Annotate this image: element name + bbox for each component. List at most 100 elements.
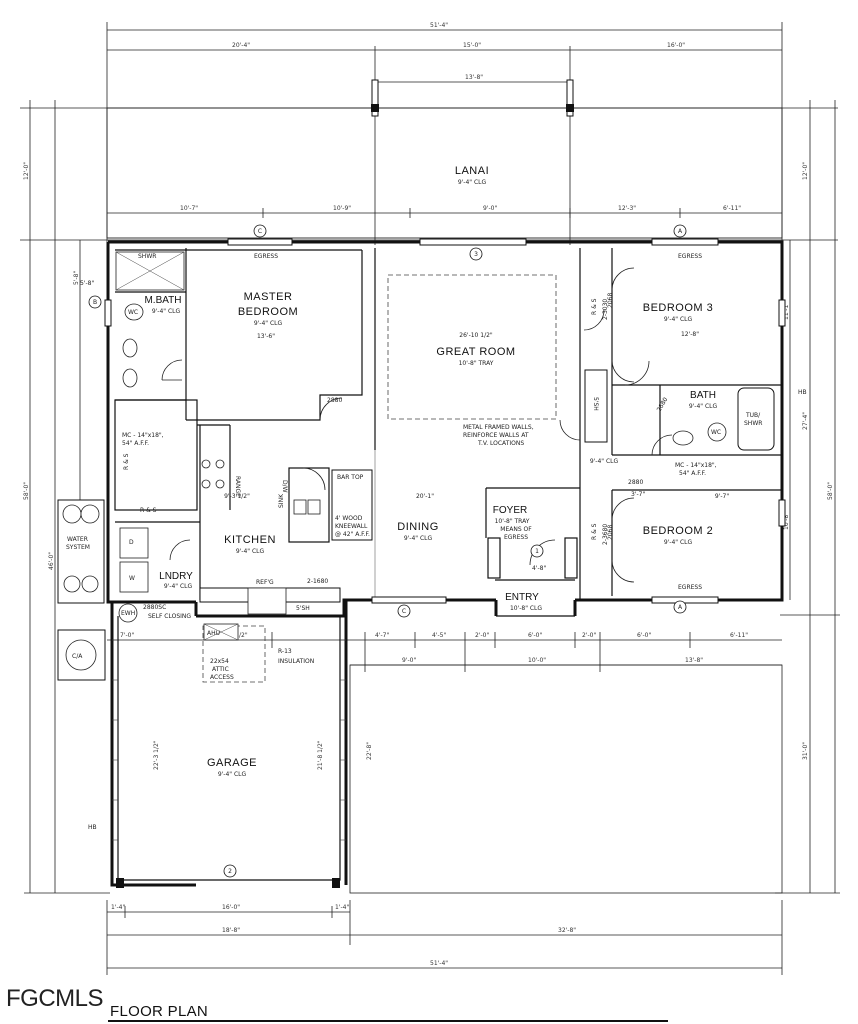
note-door-2880a: 2880	[327, 397, 342, 404]
note-tub-2: SHWR	[744, 420, 762, 427]
callout-b: B	[93, 299, 97, 306]
note-bartop: BAR TOP	[337, 474, 364, 481]
condenser-icon	[65, 639, 97, 671]
note-egress-2: EGRESS	[678, 253, 702, 260]
note-attic-1: 22x54	[210, 658, 229, 665]
dim-mid-5: 2'-0"	[475, 632, 489, 639]
note-rs-1: R & S	[123, 453, 130, 470]
plan-title: FLOOR PLAN	[110, 1003, 209, 1020]
dim-left-2: 46'-0"	[48, 552, 55, 570]
note-egress-1: EGRESS	[254, 253, 278, 260]
dim-overall-bottom: 51'-4"	[430, 960, 448, 967]
room-lndry-clg: 9'-4" CLG	[164, 583, 193, 590]
sink-icon	[122, 368, 138, 388]
fixtures	[62, 251, 727, 671]
room-master-name-2: BEDROOM	[238, 306, 298, 318]
room-hall-clg: 9'-4" CLG	[590, 458, 619, 465]
dim-right-3: 58'-0"	[827, 482, 834, 500]
room-bed3-name: BEDROOM 3	[643, 302, 714, 314]
dim-top-inner: 13'-8"	[465, 74, 483, 81]
room-labels: LANAI 9'-4" CLG MASTER BEDROOM 9'-4" CLG…	[144, 165, 729, 778]
room-lndry-name: LNDRY	[159, 571, 193, 582]
walls	[57, 240, 784, 894]
dim-left-3: 58'-0"	[23, 482, 30, 500]
note-ahu: AHU	[207, 630, 220, 637]
dim-bottom-1c: 1'-4"	[335, 904, 349, 911]
room-master-dim: 13'-6"	[257, 333, 275, 340]
dim-mid2-1: 9'-0"	[402, 657, 416, 664]
attic-access-outline	[202, 625, 266, 683]
dim-right-1: 12'-0"	[802, 162, 809, 180]
water-heater-icon	[118, 603, 138, 623]
dim-top-seg-2: 15'-0"	[463, 42, 481, 49]
room-bath-clg: 9'-4" CLG	[689, 403, 718, 410]
notes: METAL FRAMED WALLS, REINFORCE WALLS AT T…	[66, 253, 807, 831]
dim-left-1: 12'-0"	[23, 162, 30, 180]
dim-bottom-1a: 1'-4"	[111, 904, 125, 911]
dim-right-2: 27'-4"	[802, 412, 809, 430]
note-door-2068b: 2068	[607, 525, 614, 540]
room-bath-name: BATH	[690, 390, 716, 401]
note-door-2680a: 2-3680	[602, 524, 609, 545]
note-sh-2: 5'SH	[592, 397, 599, 411]
note-dim-3-7: 3'-7"	[631, 491, 645, 498]
note-door-2880sc: 2880SC	[143, 604, 166, 611]
dim-right-4: 31'-0"	[802, 742, 809, 760]
callout-a-bottom: A	[678, 604, 683, 611]
note-sh-1: 5'SH	[296, 605, 310, 612]
note-attic-3: ACCESS	[210, 674, 234, 681]
room-great-dim: 26'-10 1/2"	[459, 332, 493, 339]
note-mc-3: MC - 14"x18",	[675, 462, 717, 469]
mls-watermark-logo: FGCMLS	[6, 985, 104, 1012]
callout-c-bottom: C	[402, 608, 406, 615]
dim-mid2-3: 13'-8"	[685, 657, 703, 664]
dim-bottom-2a: 18'-8"	[222, 927, 240, 934]
room-master-name-1: MASTER	[244, 291, 293, 303]
dim-mid-3: 4'-7"	[375, 632, 389, 639]
note-tub-1: TUB/	[745, 412, 761, 419]
room-bed2-name: BEDROOM 2	[643, 525, 714, 537]
note-insul-1: R-13	[278, 648, 292, 655]
note-rs-3: R & S	[591, 298, 598, 315]
callout-2: 2	[228, 868, 232, 875]
dim-mid-7: 2'-0"	[582, 632, 596, 639]
note-knee-3: @ 42" A.F.F.	[335, 531, 370, 538]
note-hb-1: HB	[798, 389, 807, 396]
note-ref: REF'G	[256, 579, 274, 586]
door-swings	[161, 267, 673, 583]
dim-mid-8: 6'-0"	[637, 632, 651, 639]
callout-a-top: A	[678, 228, 683, 235]
dim-lanai-4: 12'-3"	[618, 205, 636, 212]
room-master-clg: 9'-4" CLG	[254, 320, 283, 327]
dim-mid-1: 7'-0"	[120, 632, 134, 639]
note-door-2030: 2-3030	[602, 299, 609, 320]
note-knee-2: KNEEWALL	[335, 523, 368, 530]
dim-overall-top: 51'-4"	[430, 22, 448, 29]
note-door-2068a: 2068	[607, 293, 614, 308]
room-bed2-clg: 9'-4" CLG	[664, 539, 693, 546]
note-range: RANGE	[234, 476, 241, 497]
note-door-2168: 2-1680	[307, 578, 328, 585]
tray-ceiling-outline	[387, 274, 557, 420]
dim-garage-right: 22'-8"	[366, 742, 373, 760]
room-kitchen-dim: 9'-3 1/2"	[224, 493, 250, 500]
room-garage-name: GARAGE	[207, 757, 257, 769]
note-self-closing: SELF CLOSING	[148, 613, 191, 620]
room-bed2-dim: 9'-7"	[715, 493, 729, 500]
note-washer: W	[129, 575, 135, 582]
dim-bottom-2b: 32'-8"	[558, 927, 576, 934]
dim-mid2-2: 10'-0"	[528, 657, 546, 664]
note-sink: SINK	[278, 493, 285, 508]
note-dim-5-8: 5'-8"	[80, 280, 94, 287]
room-dining-name: DINING	[397, 521, 439, 533]
note-metal-3: T.V. LOCATIONS	[477, 440, 524, 447]
callout-1: 1	[535, 548, 539, 555]
note-dryer: D	[129, 539, 134, 546]
note-water-1: WATER	[67, 536, 88, 543]
note-hb-2: HB	[88, 824, 97, 831]
note-shwr: SHWR	[138, 253, 156, 260]
dim-right-5: 11'-1"	[783, 302, 790, 320]
dim-left-4: 5'-8"	[73, 271, 80, 285]
note-knee-1: 4' WOOD	[335, 515, 363, 522]
